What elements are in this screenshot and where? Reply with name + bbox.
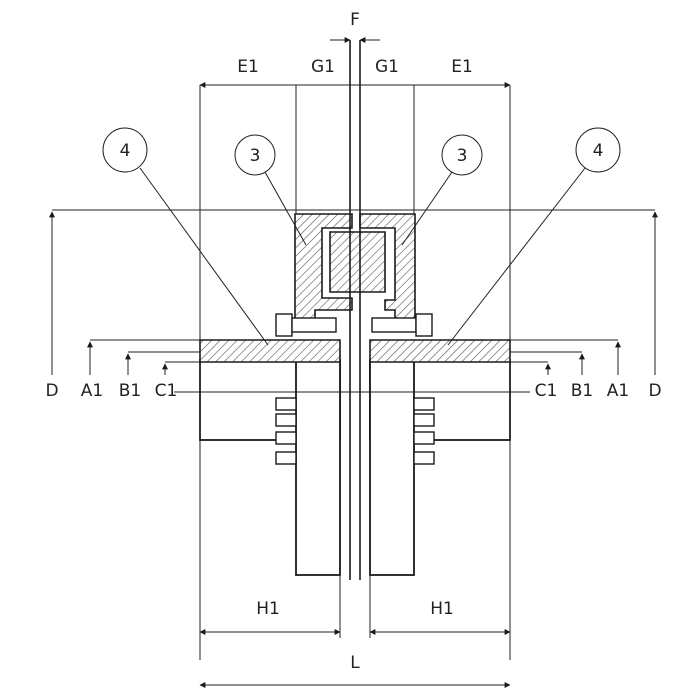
label-A1-left: A1: [81, 381, 103, 401]
balloon-3-right: 3: [401, 134, 483, 246]
label-L: L: [350, 653, 360, 673]
right-sleeve: [359, 213, 416, 321]
left-hub-screws: [275, 397, 297, 465]
left-bolt: [275, 313, 337, 337]
label-G1-left: G1: [311, 57, 335, 77]
label-F: F: [350, 10, 360, 30]
centre-plate: [349, 40, 361, 580]
center-block: [329, 231, 386, 293]
label-G1-right: G1: [375, 57, 399, 77]
label-A1-right: A1: [607, 381, 629, 401]
right-hub-screws: [413, 397, 435, 465]
label-C1-left: C1: [155, 381, 178, 401]
left-hub-body: [199, 359, 341, 576]
balloon-4-right: 4: [447, 127, 621, 346]
label-C1-right: C1: [535, 381, 558, 401]
right-bolt: [371, 313, 433, 337]
label-E1-right: E1: [451, 57, 473, 77]
label-H1-right: H1: [430, 599, 454, 619]
label-E1-left: E1: [237, 57, 259, 77]
svg-text:3: 3: [457, 146, 468, 166]
label-B1-right: B1: [571, 381, 593, 401]
label-D-right: D: [648, 381, 661, 401]
svg-text:4: 4: [593, 141, 604, 161]
balloon-4-left: 4: [102, 127, 269, 346]
balloon-3-left: 3: [234, 134, 307, 246]
right-hub-flange: [369, 339, 511, 363]
extension-lines: [52, 85, 655, 660]
label-D-left: D: [45, 381, 58, 401]
svg-text:4: 4: [120, 141, 131, 161]
left-hub-flange: [199, 339, 341, 363]
label-B1-left: B1: [119, 381, 141, 401]
label-H1-left: H1: [256, 599, 280, 619]
dim-lines: [49, 37, 658, 688]
svg-text:3: 3: [250, 146, 261, 166]
